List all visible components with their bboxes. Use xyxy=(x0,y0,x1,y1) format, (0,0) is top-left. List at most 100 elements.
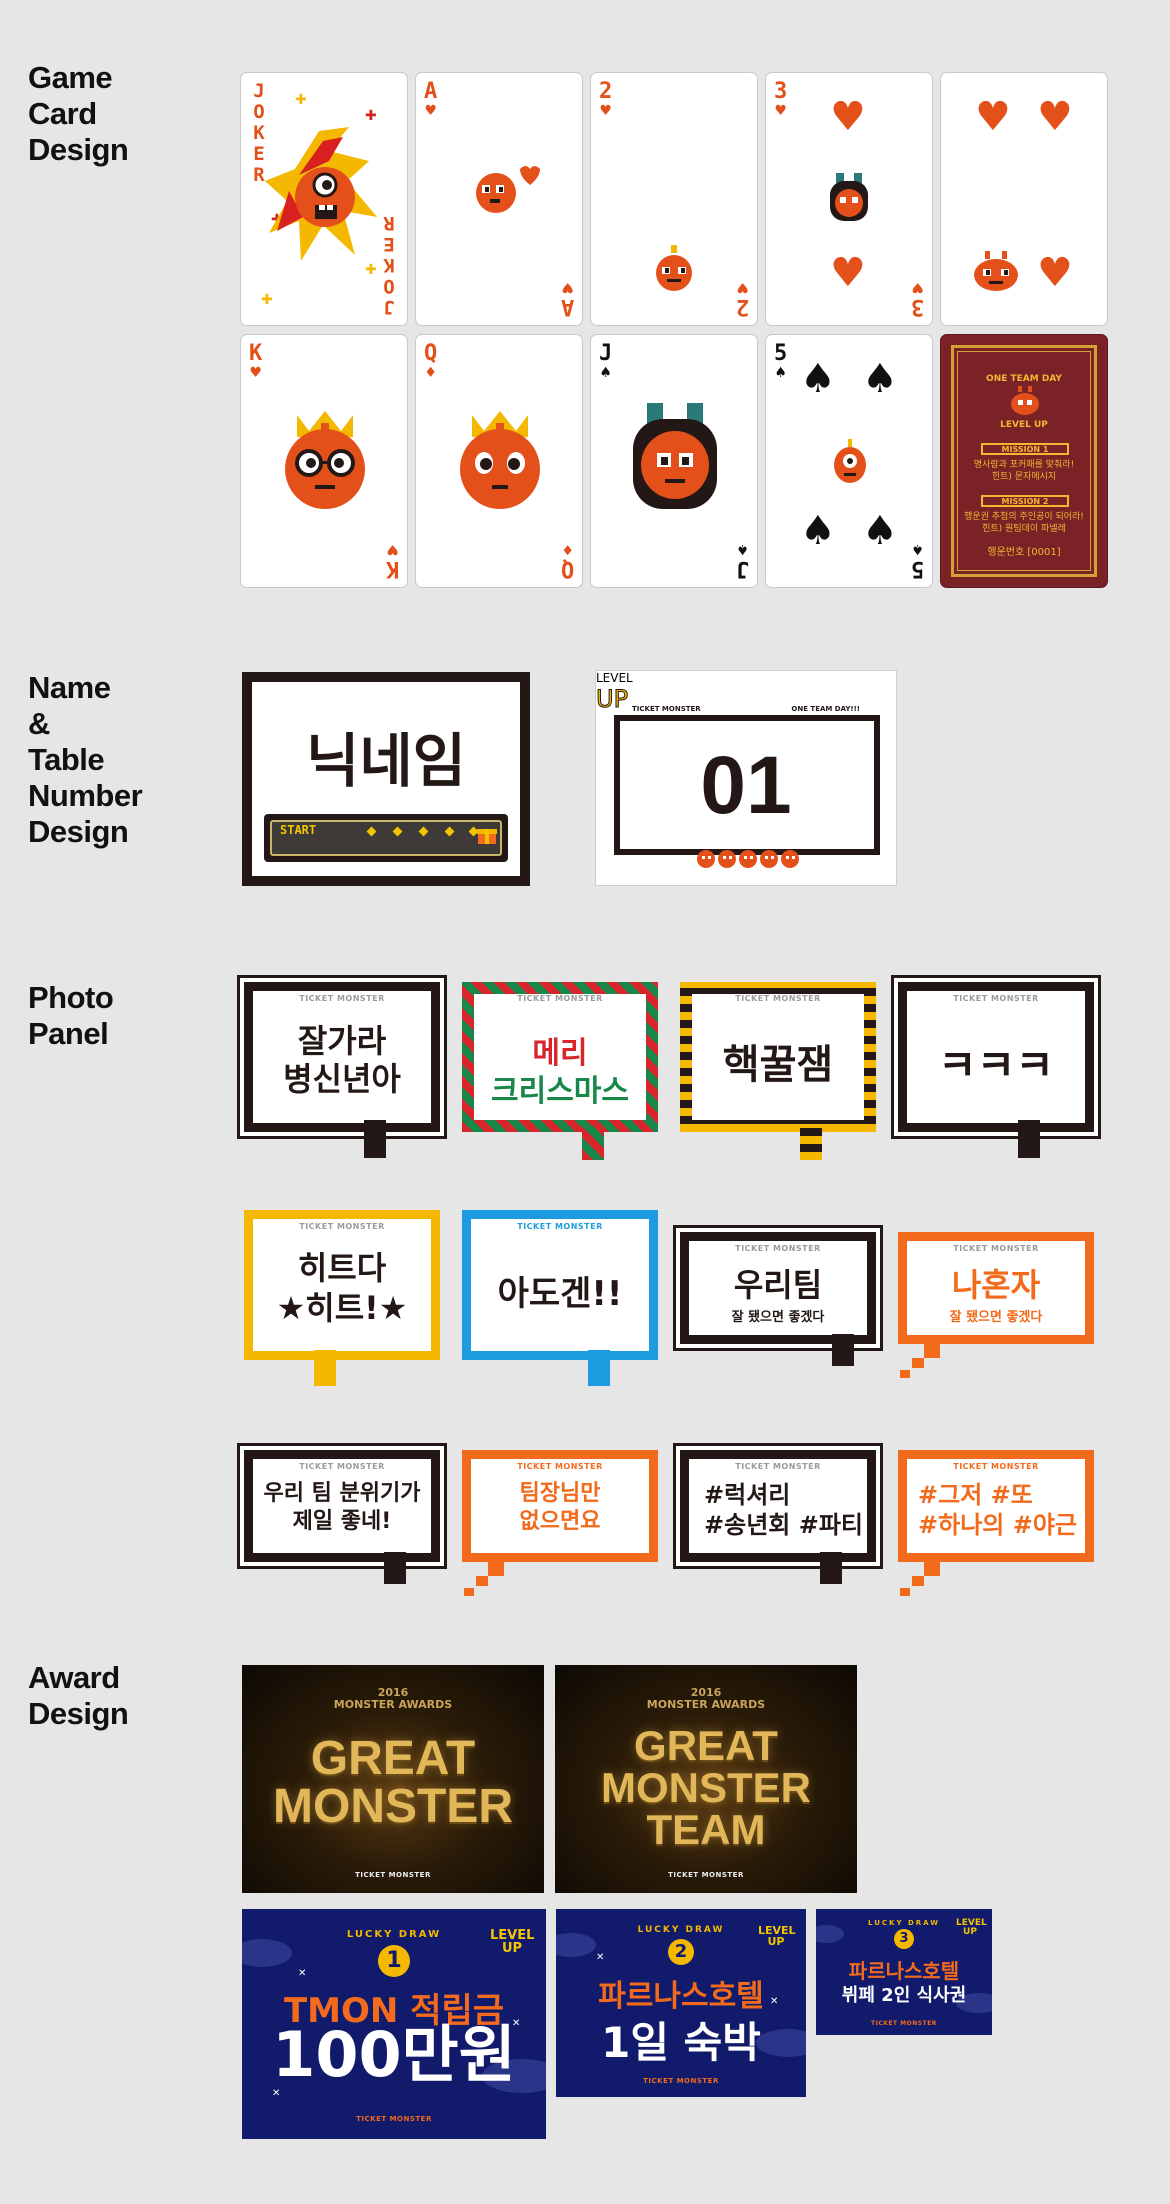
rank-medal: 3 xyxy=(894,1929,914,1949)
speech-bubble-overtime[interactable]: TICKET MONSTER #그저 #또 #하나의 #야근 xyxy=(898,1450,1094,1600)
speech-bubble-bye[interactable]: TICKET MONSTER 잘가라 병신년아 xyxy=(244,982,440,1178)
back-arc-top: ONE TEAM DAY xyxy=(986,374,1062,384)
serial-number: 행운번호 [0001] xyxy=(987,547,1061,558)
heart-pip-icon: ♥ xyxy=(975,94,1011,140)
levelup-logo: LEVEL UP xyxy=(956,1918,987,1937)
nickname-board[interactable]: 닉네임 START xyxy=(242,672,530,886)
speech-bubble-kkk[interactable]: TICKET MONSTER ㅋㅋㅋ xyxy=(898,982,1094,1178)
bubble-brand: TICKET MONSTER xyxy=(517,994,603,1003)
monster-row-icon xyxy=(697,850,799,868)
award-lucky-draw-3[interactable]: LUCKY DRAW 3 LEVEL UP 파르나스호텔 뷔페 2인 식사권 T… xyxy=(816,1909,992,2035)
sparkle-icon: ✚ xyxy=(261,292,273,308)
back-arc-bottom: LEVEL UP xyxy=(1000,420,1048,430)
bubble-text-line2: 크리스마스 xyxy=(491,1074,629,1109)
heart-pip-icon: ♥ xyxy=(1037,250,1073,296)
award-event: MONSTER AWARDS xyxy=(646,1698,766,1711)
speech-bubble-team-leader[interactable]: TICKET MONSTER 팀장님만 없으면요 xyxy=(462,1450,658,1600)
bubble-text: ㅋㅋㅋ xyxy=(938,1041,1054,1090)
bubble-subtext: 잘 됐으면 좋겠다 xyxy=(949,1310,1043,1325)
sparkle-icon: ✚ xyxy=(295,92,307,108)
card-back-inner-frame xyxy=(957,351,1091,571)
award-event: MONSTER AWARDS xyxy=(333,1698,453,1711)
card-corner-bottom: A♥ xyxy=(560,277,574,319)
bubble-tail xyxy=(384,1552,406,1584)
cloud-icon xyxy=(816,1925,844,1943)
star-icon: ✕ xyxy=(770,1996,779,2007)
lucky-draw-label: LUCKY DRAW xyxy=(637,1925,725,1935)
bubble-brand: TICKET MONSTER xyxy=(299,1462,385,1471)
nickname-text: 닉네임 xyxy=(305,727,467,795)
bubble-text: 히트다 ★히트!★ xyxy=(276,1249,408,1327)
speech-bubble-alone[interactable]: TICKET MONSTER 나혼자 잘 됐으면 좋겠다 xyxy=(898,1232,1094,1382)
table-number-board[interactable]: TICKET MONSTER ONE TEAM DAY!!! LEVEL UP … xyxy=(595,670,897,886)
queen-monster-icon xyxy=(460,411,540,509)
card-two-hearts[interactable]: 2♥ 2♥ xyxy=(590,72,758,326)
gift-icon xyxy=(477,829,497,844)
card-back-frame xyxy=(951,345,1097,577)
prize-line1: 파르나스호텔 xyxy=(598,1979,764,2014)
bubble-brand: TICKET MONSTER xyxy=(953,1244,1039,1253)
heart-pip-icon: ♥ xyxy=(830,94,866,140)
card-four-hearts[interactable]: ♥ ♥ ♥ xyxy=(940,72,1108,326)
card-back-mission[interactable]: ONE TEAM DAY LEVEL UP MISSION 1 명사람과 포커패… xyxy=(940,334,1108,588)
speech-bubble-hadoken[interactable]: TICKET MONSTER 아도겐!! xyxy=(462,1210,658,1406)
card-corner-bottom: J♠ xyxy=(735,539,749,581)
rank-medal: 1 xyxy=(378,1945,410,1977)
bubble-text: 잘가라 병신년아 xyxy=(283,1022,401,1098)
award-footer: TICKET MONSTER xyxy=(355,1871,431,1879)
card-jack-spades[interactable]: J♠ J♠ xyxy=(590,334,758,588)
joker-monster-icon xyxy=(265,127,377,261)
monster-icon xyxy=(656,245,692,291)
prize-line1: TMON 적립금 xyxy=(283,1991,505,2031)
bubble-brand: TICKET MONSTER xyxy=(953,994,1039,1003)
award-lucky-draw-2[interactable]: ✕ ✕ LUCKY DRAW 2 LEVEL UP 파르나스호텔 1일 숙박 T… xyxy=(556,1909,806,2097)
card-ace-hearts[interactable]: A♥ A♥ xyxy=(415,72,583,326)
bubble-brand: TICKET MONSTER xyxy=(735,1462,821,1471)
star-icon: ✕ xyxy=(298,1968,307,1979)
bubble-brand: TICKET MONSTER xyxy=(735,994,821,1003)
card-corner-bottom: Q♦ xyxy=(560,539,574,581)
card-king-hearts[interactable]: K♥ K♥ xyxy=(240,334,408,588)
helmet-monster-icon xyxy=(830,173,868,221)
mission1-text: 명사람과 포커패를 맞춰라! 힌트) 문자메시지 xyxy=(973,460,1075,482)
bubble-text: #럭셔리 #송년회 #파티 xyxy=(704,1481,863,1539)
card-corner-top: 3♥ xyxy=(774,79,788,121)
bubble-tail xyxy=(800,1126,822,1160)
bubble-text: 우리팀 xyxy=(733,1266,823,1304)
card-five-spades[interactable]: 5♠ 5♠ ♠ ♠ ♠ ♠ xyxy=(765,334,933,588)
bubble-tail xyxy=(364,1120,386,1158)
award-great-monster[interactable]: 2016 MONSTER AWARDS GREAT MONSTER TICKET… xyxy=(242,1665,544,1893)
award-lucky-draw-1[interactable]: ✕ ✕ ✕ LUCKY DRAW 1 LEVEL UP TMON 적립금 100… xyxy=(242,1909,546,2139)
mission2-tag: MISSION 2 xyxy=(981,495,1069,507)
prize-line2: 뷔페 2인 식사권 xyxy=(841,1985,967,2006)
levelup-logo: LEVEL UP xyxy=(758,1924,796,1948)
bubble-text-line1: 메리 xyxy=(532,1036,588,1071)
speech-bubble-our-team[interactable]: TICKET MONSTER 우리팀 잘 됐으면 좋겠다 xyxy=(680,1232,876,1382)
heart-pip-icon: ♥ xyxy=(1037,94,1073,140)
speech-bubble-honey-fun[interactable]: TICKET MONSTER 핵꿀잼 xyxy=(680,982,876,1178)
card-three-hearts[interactable]: 3♥ 3♥ ♥ ♥ xyxy=(765,72,933,326)
cloud-icon xyxy=(756,2029,806,2057)
rank-medal: 2 xyxy=(668,1939,694,1965)
jack-monster-icon xyxy=(633,403,717,509)
award-footer: TICKET MONSTER xyxy=(356,2115,432,2123)
award-great-monster-team[interactable]: 2016 MONSTER AWARDS GREAT MONSTER TEAM T… xyxy=(555,1665,857,1893)
bubble-brand: TICKET MONSTER xyxy=(517,1222,603,1231)
speech-bubble-party[interactable]: TICKET MONSTER #럭셔리 #송년회 #파티 xyxy=(680,1450,876,1600)
bubble-brand: TICKET MONSTER xyxy=(953,1462,1039,1471)
speech-bubble-hit[interactable]: TICKET MONSTER 히트다 ★히트!★ xyxy=(244,1210,440,1406)
cloud-icon xyxy=(956,1993,992,2013)
star-icon: ✕ xyxy=(272,2088,281,2099)
lucky-draw-label: LUCKY DRAW xyxy=(346,1929,442,1940)
card-queen-diamonds[interactable]: Q♦ Q♦ xyxy=(415,334,583,588)
card-corner-top: J♠ xyxy=(599,341,613,383)
speech-bubble-merry-christmas[interactable]: TICKET MONSTER 메리 크리스마스 xyxy=(462,982,658,1178)
speech-bubble-mood[interactable]: TICKET MONSTER 우리 팀 분위기가 제일 좋네! xyxy=(244,1450,440,1600)
bubble-tail xyxy=(1018,1120,1040,1158)
section-title-game-card: Game Card Design xyxy=(28,60,129,167)
cloud-icon xyxy=(482,2059,546,2093)
bubble-text: #그저 #또 #하나의 #야근 xyxy=(918,1481,1077,1539)
bubble-subtext: 잘 됐으면 좋겠다 xyxy=(731,1310,825,1325)
bubble-text: 팀장님만 없으면요 xyxy=(519,1481,601,1534)
